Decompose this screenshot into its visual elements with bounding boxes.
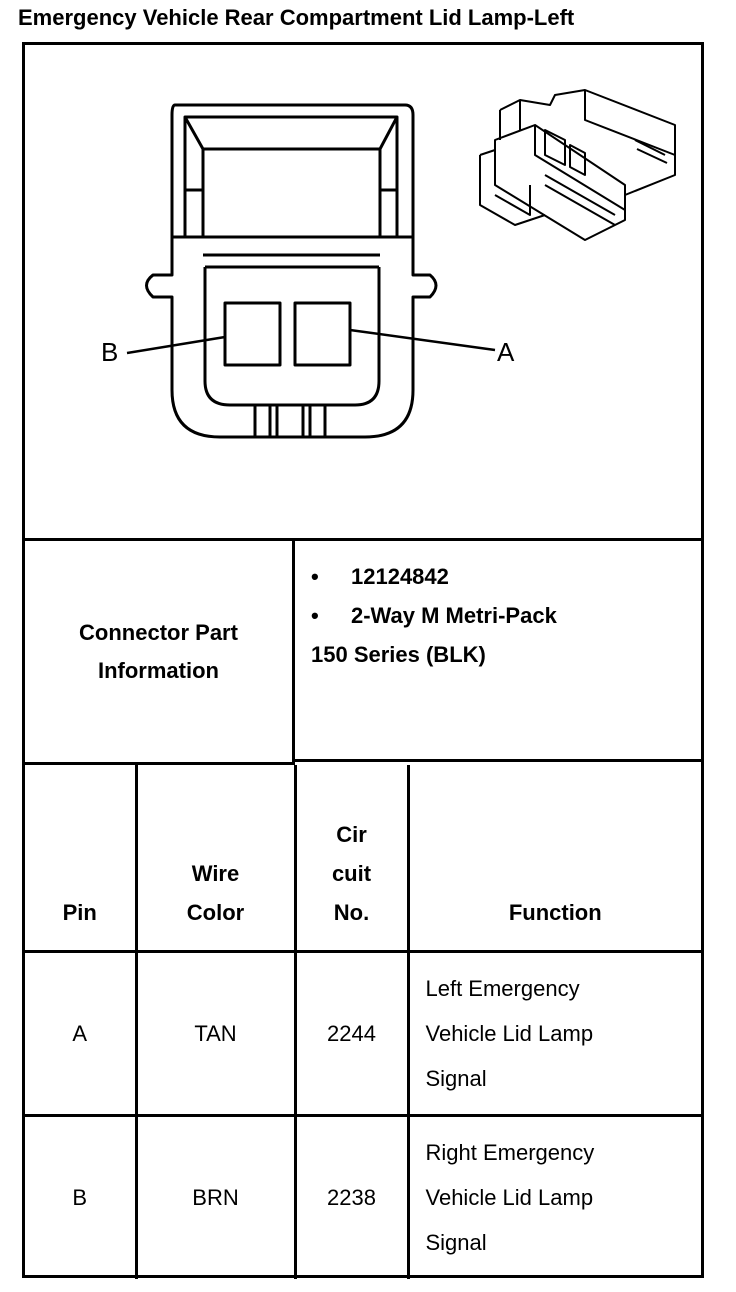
connector-inner-shell: [183, 115, 399, 239]
part-description-line2: 150 Series (BLK): [311, 642, 486, 667]
cavity-a: [293, 301, 352, 367]
table-row: A TAN 2244 Left Emergency Vehicle Lid La…: [25, 951, 701, 1117]
pin-label-a: A: [497, 337, 515, 367]
connector-face-diagram: [126, 89, 676, 439]
cell-function: Left Emergency Vehicle Lid Lamp Signal: [408, 951, 701, 1117]
cell-circuit: 2238: [295, 1115, 410, 1279]
cell-pin: B: [25, 1115, 138, 1279]
header-circuit-no: Cir cuit No.: [295, 765, 410, 953]
table-row: B BRN 2238 Right Emergency Vehicle Lid L…: [25, 1115, 701, 1279]
pinout-table: Pin Wire Color Cir cuit No. Function A T…: [25, 765, 701, 1279]
cavity-b: [223, 301, 282, 367]
cell-pin: A: [25, 951, 138, 1117]
part-description-line1: 2-Way M Metri-Pack: [351, 603, 557, 628]
cell-circuit: 2244: [295, 951, 410, 1117]
page-title: Emergency Vehicle Rear Compartment Lid L…: [18, 5, 575, 30]
connector-part-info-label-cell: Connector Part Information: [25, 541, 295, 765]
header-pin: Pin: [25, 765, 138, 953]
header-function: Function: [408, 765, 701, 953]
cell-function: Right Emergency Vehicle Lid Lamp Signal: [425, 1140, 595, 1256]
connector-isometric-icon: [479, 89, 676, 241]
connector-part-info-cell: • 12124842 • 2-Way M Metri-Pack 150 Seri…: [295, 541, 701, 762]
connector-top-latch: [183, 116, 399, 151]
connector-bottom-key: [253, 405, 327, 437]
cell-wire-color: TAN: [136, 951, 297, 1117]
part-number: 12124842: [351, 564, 449, 589]
bullet-marker: •: [311, 564, 319, 589]
header-wire-color: Wire Color: [136, 765, 297, 953]
connector-part-label-line2: Information: [97, 657, 219, 683]
connector-sheet: B A Connector Part Information • 1212484…: [22, 42, 704, 1279]
connector-outer-shell: [145, 103, 438, 439]
pin-label-b: B: [101, 337, 119, 367]
pinout-header-row: Pin Wire Color Cir cuit No. Function: [25, 765, 701, 953]
connector-inner-body: [203, 267, 381, 407]
connector-diagram-area: B A: [25, 45, 701, 541]
bullet-marker: •: [311, 603, 319, 628]
connector-part-label-line1: Connector Part: [79, 619, 238, 645]
cell-wire-color: BRN: [136, 1115, 297, 1279]
